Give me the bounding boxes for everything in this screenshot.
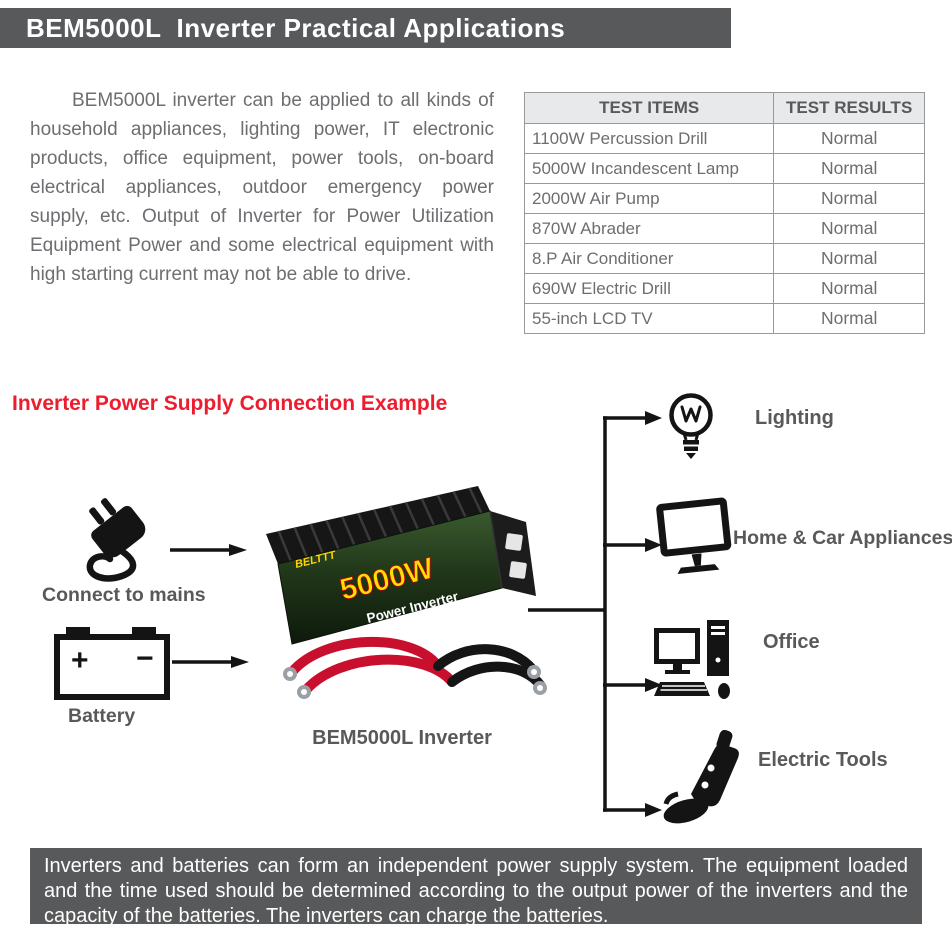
test-result-cell: Normal [773,303,925,334]
arrow-battery-to-inverter [172,656,249,668]
test-item-cell: 690W Electric Drill [523,273,775,304]
home-car-appliances-label: Home & Car Appliances [733,527,952,549]
inverter-outlet [509,561,527,579]
inverter-top-face [266,486,490,564]
battery-label: Battery [68,705,136,727]
power-plug-icon [86,498,146,582]
connection-tree [528,411,662,817]
test-result-cell: Normal [773,213,925,244]
test-result-cell: Normal [773,123,925,154]
plug-cord [86,546,137,582]
test-items-header: TEST ITEMS [523,92,775,124]
footer-bar: Inverters and batteries can form an inde… [30,848,922,927]
test-item-cell: 55-inch LCD TV [523,303,775,334]
footer-text: Inverters and batteries can form an inde… [44,855,908,927]
battery-minus-sign: − [136,642,154,675]
table-header-row: TEST ITEMS TEST RESULTS [523,92,925,124]
test-result-cell: Normal [773,153,925,184]
light-bulb-icon [669,393,713,459]
inverter-cables [287,637,546,695]
inverter-image: BELTTT 5000W Power Inverter [266,486,547,699]
test-results-table: TEST ITEMS TEST RESULTS 1100W Percussion… [523,92,925,334]
test-item-cell: 2000W Air Pump [523,183,775,214]
test-result-cell: Normal [773,183,925,214]
section-heading: Inverter Power Supply Connection Example [12,392,448,415]
desktop-computer-icon [654,620,730,699]
battery-plus-sign: + [71,644,89,677]
inverter-cooling-ribs [277,487,483,562]
inverter-outlet [505,533,523,551]
inverter-caption: BEM5000L Inverter [312,727,492,749]
test-result-cell: Normal [773,273,925,304]
page-title: BEM5000L Inverter Practical Applications [26,12,566,43]
cable-ring-terminals [283,665,547,699]
connect-mains-label: Connect to mains [42,584,206,606]
tv-icon [656,497,732,575]
office-label: Office [763,631,820,653]
test-result-cell: Normal [773,243,925,274]
test-item-cell: 1100W Percussion Drill [523,123,775,154]
title-bar: BEM5000L Inverter Practical Applications [0,8,731,48]
electric-tools-label: Electric Tools [758,749,888,771]
battery-icon: + − [54,627,170,700]
test-item-cell: 870W Abrader [523,213,775,244]
test-item-cell: 8.P Air Conditioner [523,243,775,274]
test-results-header: TEST RESULTS [773,92,925,124]
test-item-cell: 5000W Incandescent Lamp [523,153,775,184]
power-tool-icon [663,730,739,824]
intro-paragraph: BEM5000L inverter can be applied to all … [30,90,494,286]
arrow-mains-to-inverter [170,544,247,556]
lighting-label: Lighting [755,407,834,429]
